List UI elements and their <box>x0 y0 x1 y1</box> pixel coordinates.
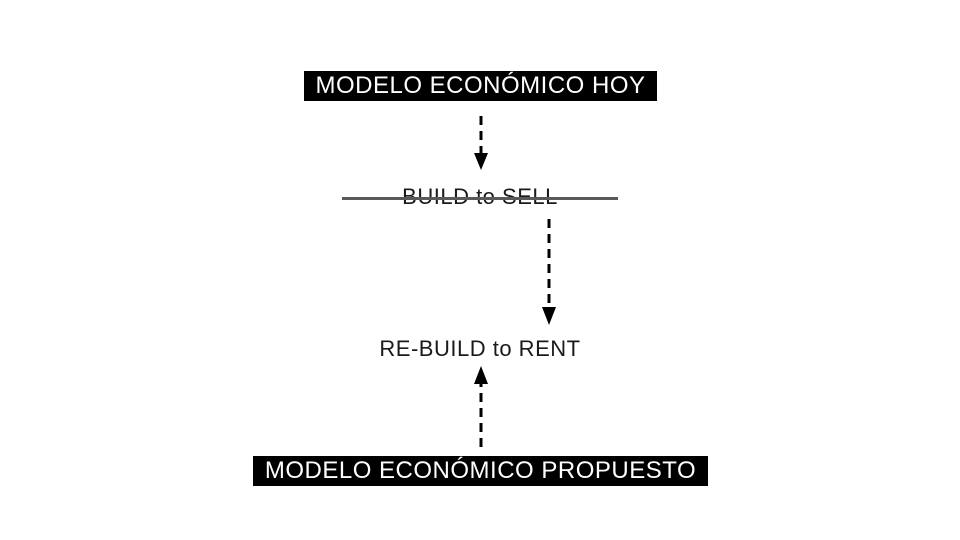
rebuild-to-rent-label: RE-BUILD to RENT <box>379 336 581 361</box>
current-model-label: MODELO ECONÓMICO HOY <box>304 71 657 101</box>
build-to-sell-label: BUILD to SELL <box>360 183 600 211</box>
arrow-propuesto-to-rebuild-rent <box>474 366 488 447</box>
arrow-hoy-to-build-sell <box>474 116 488 170</box>
arrow-head <box>474 153 488 170</box>
proposed-model-label: MODELO ECONÓMICO PROPUESTO <box>253 456 708 486</box>
strikethrough-line <box>342 197 618 200</box>
arrow-head <box>474 366 488 384</box>
arrow-head <box>542 307 556 325</box>
arrow-build-sell-to-rebuild-rent <box>542 219 556 325</box>
